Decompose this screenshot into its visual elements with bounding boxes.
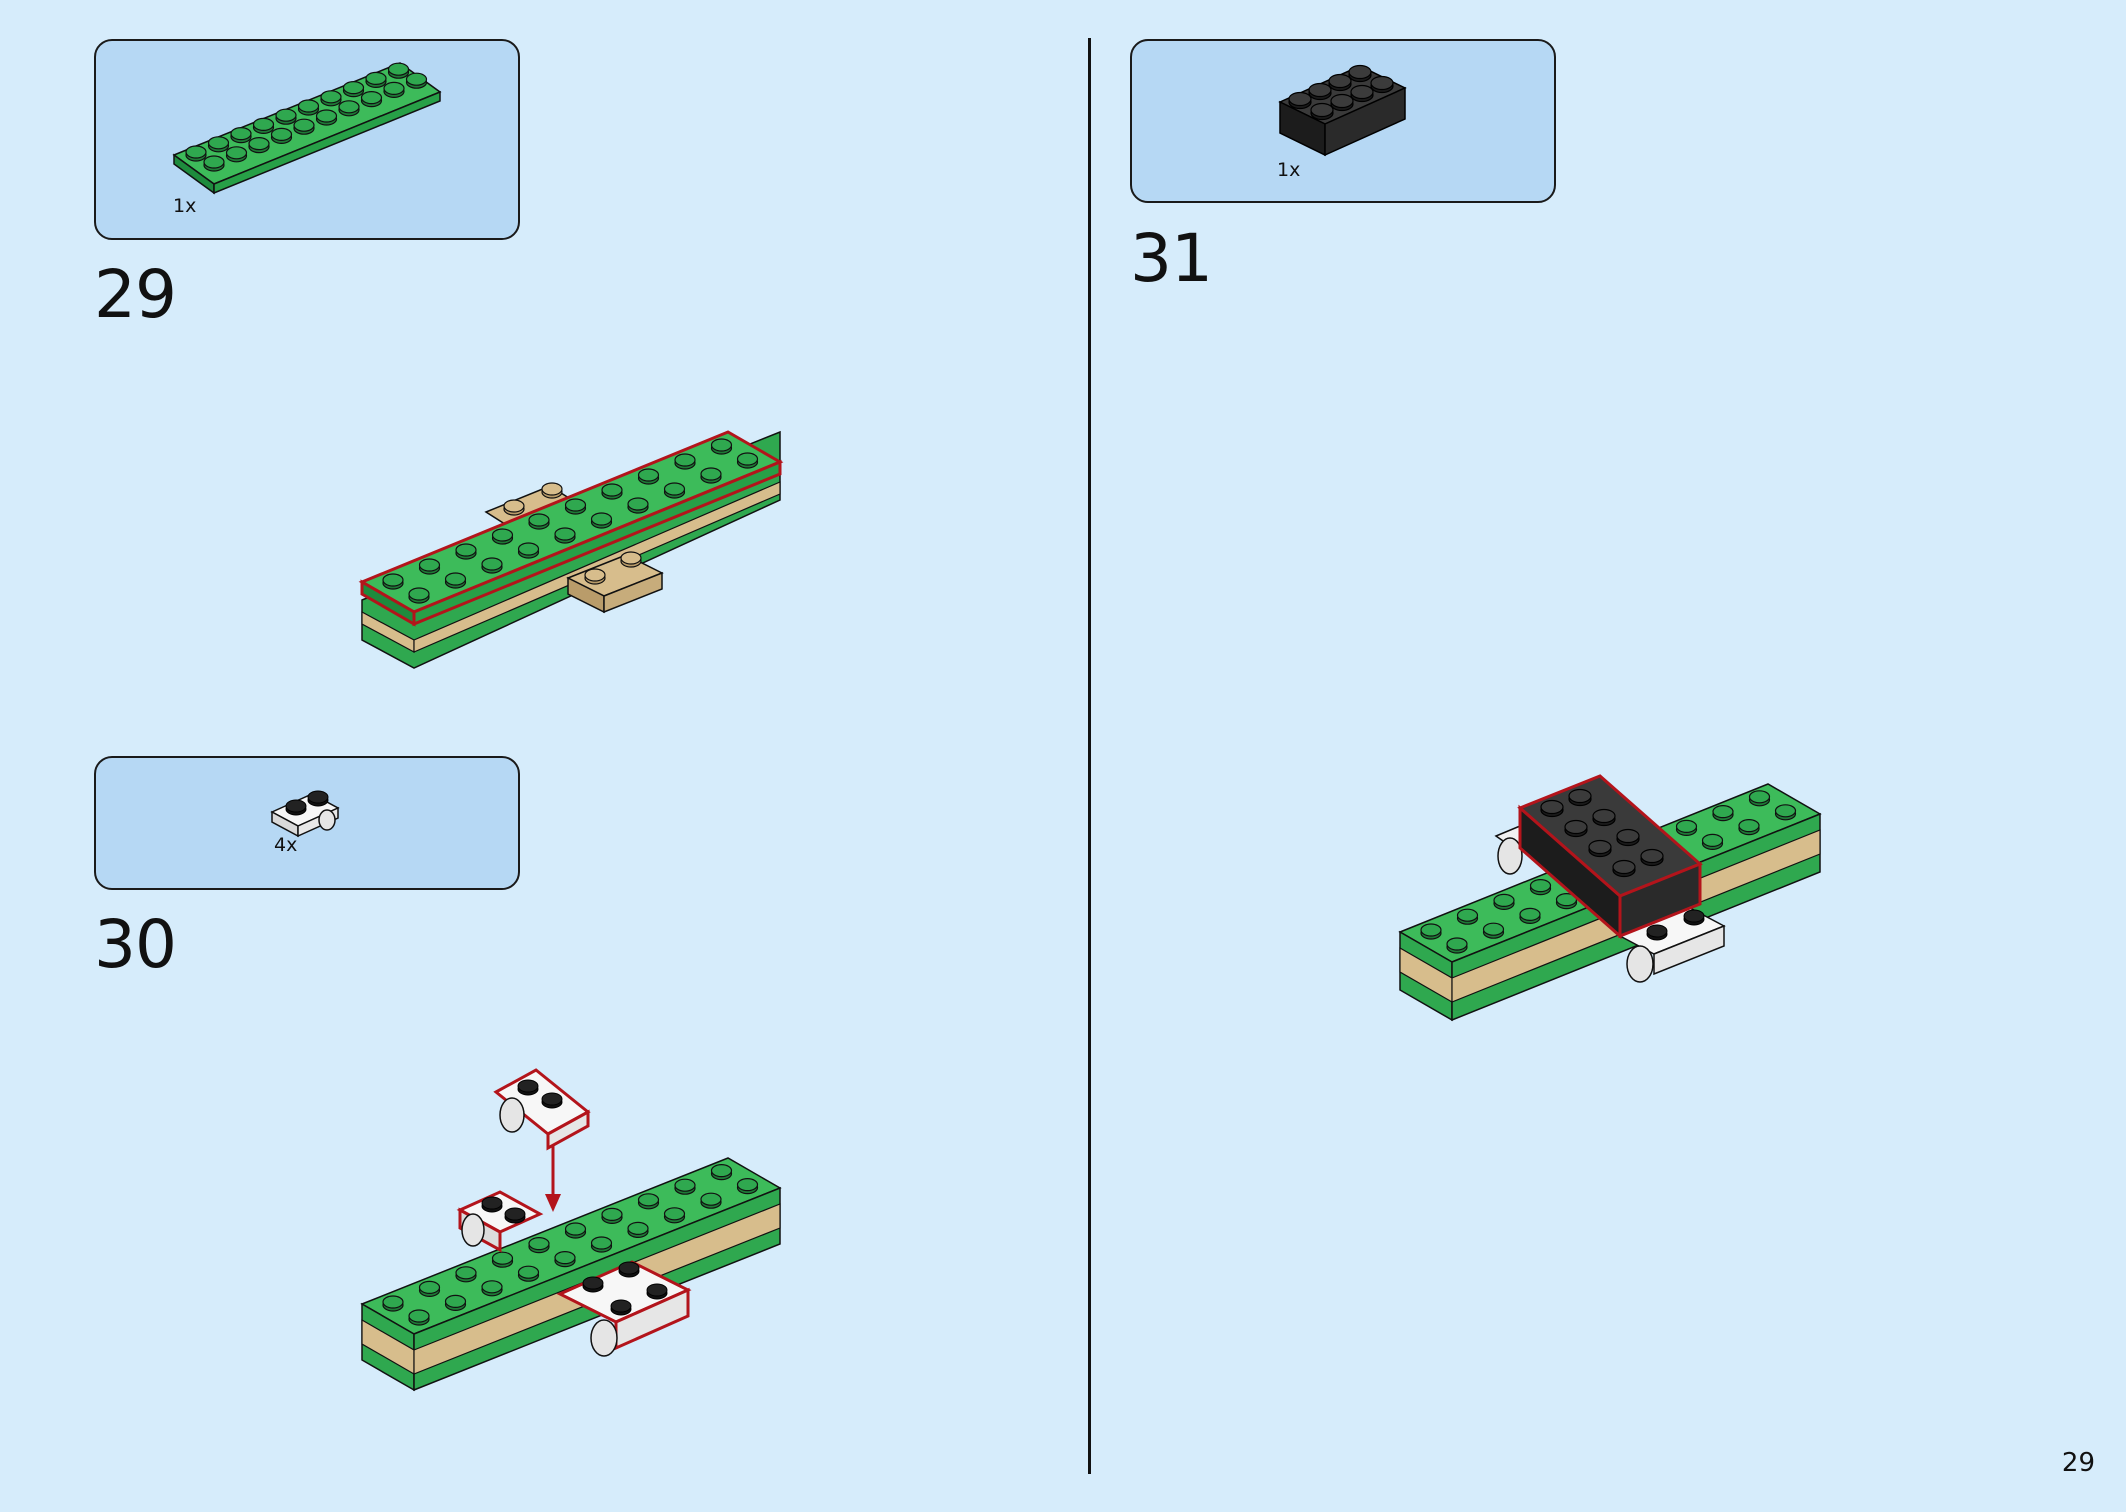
brick-stud — [320, 90, 342, 107]
brick-stud — [455, 543, 477, 560]
brick-stud — [736, 452, 759, 469]
step-31-part-qty: 1x — [1277, 159, 1301, 181]
brick-stud — [528, 513, 550, 530]
brick-stud — [491, 528, 514, 545]
brick-stud — [360, 90, 383, 108]
brick-stud — [700, 467, 722, 484]
brick-stud — [225, 146, 248, 163]
brick-stud — [1701, 833, 1724, 851]
brick-stud — [1675, 819, 1698, 837]
brick-stud — [674, 1178, 696, 1195]
step-29-part-qty: 1x — [173, 195, 197, 217]
brick-stud — [248, 137, 270, 154]
brick-stud — [564, 498, 587, 515]
step-29-assembly — [358, 430, 784, 669]
brick-stud — [383, 81, 405, 99]
brick-stud — [736, 1177, 759, 1195]
brick-stud — [710, 438, 733, 455]
brick-stud — [185, 145, 207, 162]
brick-stud — [297, 99, 320, 116]
brick-stud — [590, 512, 613, 529]
brick-stud — [1493, 893, 1515, 911]
brick-stud — [1712, 804, 1734, 822]
brick-stud — [455, 1266, 477, 1283]
step-30-number: 30 — [94, 906, 177, 983]
black-brick-2x4-icon — [1278, 64, 1407, 157]
brick-stud — [1456, 908, 1479, 925]
brick-stud — [382, 573, 404, 590]
brick-stud — [270, 127, 293, 144]
brick-stud — [1519, 907, 1541, 925]
brick-stud — [342, 80, 365, 98]
step-31-number: 31 — [1130, 220, 1213, 297]
brick-stud — [405, 72, 428, 89]
brick-stud — [1738, 818, 1760, 836]
brick-stud — [517, 542, 540, 559]
brick-stud — [637, 1193, 660, 1210]
white-bracket-plate-icon — [270, 790, 340, 838]
brick-stud — [203, 155, 225, 172]
brick-stud — [207, 136, 230, 153]
brick-stud — [1420, 923, 1442, 940]
brick-stud — [1482, 922, 1505, 939]
brick-stud — [700, 1192, 722, 1209]
brick-stud — [418, 558, 441, 575]
brick-stud — [517, 1265, 540, 1282]
brick-stud — [252, 117, 275, 134]
brick-stud — [387, 62, 410, 79]
brick-stud — [554, 1250, 576, 1268]
brick-stud — [230, 127, 252, 144]
brick-stud — [315, 109, 338, 126]
brick-stud — [1446, 937, 1468, 954]
brick-stud — [481, 557, 503, 574]
brick-stud — [710, 1163, 733, 1181]
brick-stud — [1529, 878, 1552, 896]
brick-stud — [365, 71, 387, 89]
page-divider — [1088, 38, 1091, 1474]
step-30-part-qty: 4x — [274, 834, 298, 856]
brick-stud — [444, 572, 467, 589]
brick-stud — [408, 1309, 430, 1326]
brick-stud — [444, 1294, 467, 1312]
brick-stud — [528, 1236, 550, 1254]
brick-stud — [663, 1207, 686, 1224]
brick-stud — [637, 468, 660, 485]
brick-stud — [1774, 804, 1797, 821]
brick-stud — [418, 1280, 441, 1298]
brick-stud — [293, 118, 315, 135]
brick-stud — [590, 1236, 613, 1253]
brick-stud — [601, 1207, 623, 1225]
brick-stud — [491, 1251, 514, 1268]
brick-stud — [663, 482, 686, 499]
step-29-number: 29 — [94, 256, 177, 333]
step-30-assembly — [360, 1068, 782, 1392]
brick-stud — [601, 483, 623, 500]
brick-stud — [627, 497, 649, 514]
brick-stud — [382, 1295, 404, 1312]
brick-stud — [674, 453, 696, 470]
brick-stud — [481, 1280, 503, 1297]
brick-stud — [1748, 790, 1771, 807]
brick-stud — [275, 108, 297, 125]
brick-stud — [554, 527, 576, 544]
brick-stud — [627, 1221, 649, 1239]
brick-stud — [564, 1222, 587, 1239]
green-plate-2x10-icon — [172, 62, 442, 195]
brick-stud — [408, 587, 430, 604]
brick-stud — [338, 100, 360, 117]
step-31-assembly — [1398, 774, 1822, 1022]
page-number: 29 — [2061, 1448, 2095, 1478]
